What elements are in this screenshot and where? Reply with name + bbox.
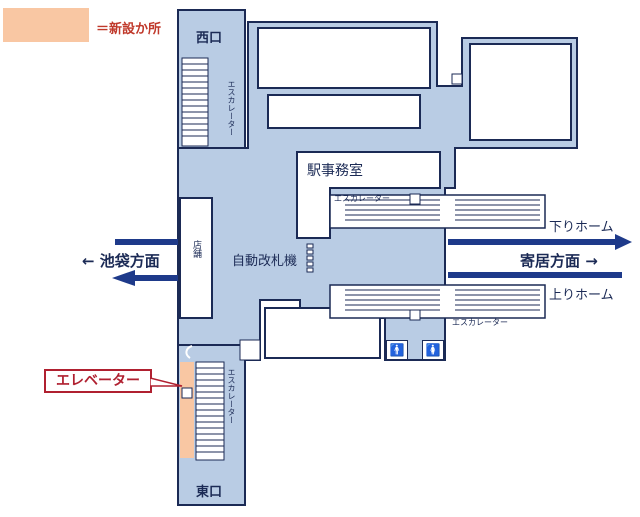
direction-right-label: 寄居方面 → xyxy=(520,252,598,270)
new-elevator-area xyxy=(180,362,194,458)
womens-restroom-icon: 🚺 xyxy=(422,340,444,360)
elevator-callout-pointer xyxy=(150,377,183,387)
escalator-label-lower: エスカレーター xyxy=(452,318,508,327)
mens-restroom-icon: 🚹 xyxy=(386,340,408,360)
shop-label: 店舗 xyxy=(191,240,201,258)
up-platform-label: 上りホーム xyxy=(549,288,614,303)
upper-block-c xyxy=(469,43,572,141)
escalator-label-upper: エスカレーター xyxy=(334,194,390,203)
station-office-label: 駅事務室 xyxy=(307,163,363,179)
legend-swatch xyxy=(3,8,89,42)
escalator-label-west: エスカレーター xyxy=(227,80,236,136)
right-arrow-upper xyxy=(448,234,632,250)
legend-text: ＝新設か所 xyxy=(96,22,162,37)
direction-left-label: ← 池袋方面 xyxy=(82,252,160,270)
ticket-gates-label: 自動改札機 xyxy=(232,254,298,269)
elevator-callout: エレベーター xyxy=(44,369,152,393)
left-arrow-lower xyxy=(112,270,178,286)
upper-block-b xyxy=(267,94,421,129)
shop-room xyxy=(179,197,213,319)
west-exit-label: 西口 xyxy=(196,31,223,46)
down-platform-label: 下りホーム xyxy=(549,220,614,235)
left-arrow-upper xyxy=(115,239,178,245)
east-exit-label: 東口 xyxy=(196,485,223,500)
right-arrow-lower xyxy=(448,272,622,278)
upper-block-a xyxy=(257,27,431,89)
escalator-label-east: エスカレーター xyxy=(227,368,236,424)
station-office-room xyxy=(296,151,441,239)
